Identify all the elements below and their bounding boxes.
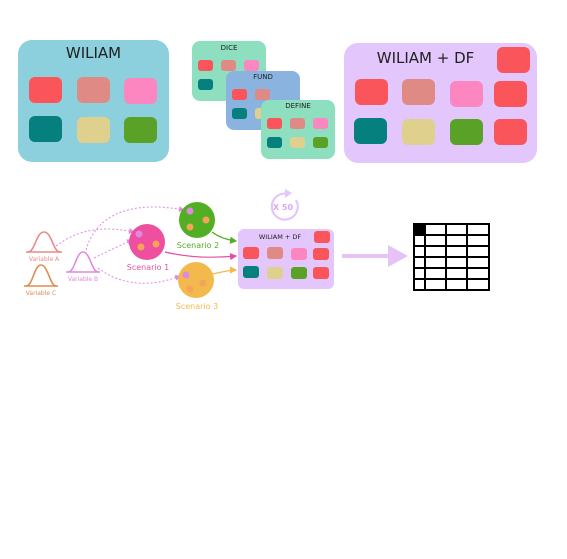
wiliam-panel: WILIAM [18, 40, 169, 162]
wiliam-df-tile-rose [402, 79, 435, 105]
sample-link-b-s1 [93, 239, 133, 259]
define-tile-sand [290, 137, 305, 148]
dice-tile-teal [198, 79, 213, 90]
wiliam-tile-green [124, 117, 157, 143]
wiliam-title: WILIAM [65, 44, 122, 62]
scenario-2-circle [179, 202, 215, 238]
define-title: DEFINE [285, 102, 311, 110]
model-run-tile-rose [267, 247, 283, 259]
wiliam-df-title: WILIAM + DF [376, 49, 475, 67]
scenario-2-dot-2 [202, 216, 210, 224]
model-run-title: WILIAM + DF [259, 233, 302, 241]
arrow-scenario-2-to-model [211, 231, 238, 244]
arrow-scenario-3-to-model [212, 266, 238, 275]
model-run-tile-teal [243, 266, 259, 278]
sample-link-b-s2 [85, 206, 185, 251]
model-run-tile-red-corner [314, 231, 330, 243]
scenario-2-dot-1 [186, 207, 194, 215]
wiliam-tile-rose [77, 77, 110, 103]
define-tile-rose [290, 118, 305, 129]
define-tile-red [267, 118, 282, 129]
wiliam-df-tile-red-corner [497, 47, 530, 73]
dice-tile-pink [244, 60, 259, 71]
wiliam-df-tile-sand [402, 119, 435, 145]
define-tile-pink [313, 118, 328, 129]
scenario-3-label: Scenario 3 [176, 302, 218, 311]
wiliam-df-tile-green [450, 119, 483, 145]
model-run-panel [238, 229, 334, 289]
define-tile-teal [267, 137, 282, 148]
wiliam-df-panel: WILIAM + DF [344, 43, 537, 163]
model-run-tile-red-3 [313, 267, 329, 279]
scenario-1-circle [129, 224, 165, 260]
wiliam-tile-sand [77, 117, 110, 143]
variable-a-curve [27, 231, 61, 253]
sample-link-b-s3 [97, 267, 181, 284]
results-table-icon [413, 223, 490, 291]
output-arrow-head [388, 245, 408, 267]
fund-tile-teal [232, 108, 247, 119]
repeat-icon [270, 189, 299, 221]
repeat-count-label: X 50 [273, 203, 294, 212]
variable-b-curve [67, 251, 99, 273]
scenario-3-dot-3 [186, 285, 194, 293]
sample-link-a-s1 [55, 228, 135, 247]
model-run-tile-red-2 [313, 248, 329, 260]
variable-c-label: Variable C [26, 290, 56, 297]
dice-tile-rose [221, 60, 236, 71]
variable-b-label: Variable B [68, 276, 98, 283]
fund-title: FUND [253, 73, 273, 81]
scenario-1-dot-2 [152, 240, 160, 248]
scenario-1-label: Scenario 1 [127, 263, 169, 272]
wiliam-df-tile-pink [450, 81, 483, 107]
scenario-3-dot-1 [182, 271, 190, 279]
scenario-3-dot-2 [199, 279, 207, 287]
variable-c-curve [25, 264, 57, 287]
model-run-tile-pink [291, 248, 307, 260]
dice-tile-red [198, 60, 213, 71]
wiliam-df-tile-red-3 [494, 119, 527, 145]
scenario-1-dot-3 [137, 243, 145, 251]
fund-tile-rose [255, 89, 270, 100]
wiliam-df-tile-teal [354, 118, 387, 144]
wiliam-df-tile-red-2 [494, 81, 527, 107]
fund-tile-red [232, 89, 247, 100]
dice-title: DICE [220, 44, 238, 52]
wiliam-tile-pink [124, 78, 157, 104]
model-run-tile-green [291, 267, 307, 279]
define-tile-green [313, 137, 328, 148]
scenario-2-label: Scenario 2 [177, 241, 219, 250]
wiliam-tile-red [29, 77, 62, 103]
variable-a-label: Variable A [29, 256, 60, 263]
model-run-tile-red [243, 247, 259, 259]
wiliam-df-tile-red [355, 79, 388, 105]
scenario-2-dot-3 [186, 223, 194, 231]
model-run-tile-sand [267, 267, 283, 279]
scenario-3-circle [178, 262, 214, 298]
wiliam-tile-teal [29, 116, 62, 142]
scenario-1-dot-1 [135, 230, 143, 238]
arrow-scenario-1-to-model [164, 251, 238, 261]
define-panel: DEFINE [261, 100, 335, 159]
